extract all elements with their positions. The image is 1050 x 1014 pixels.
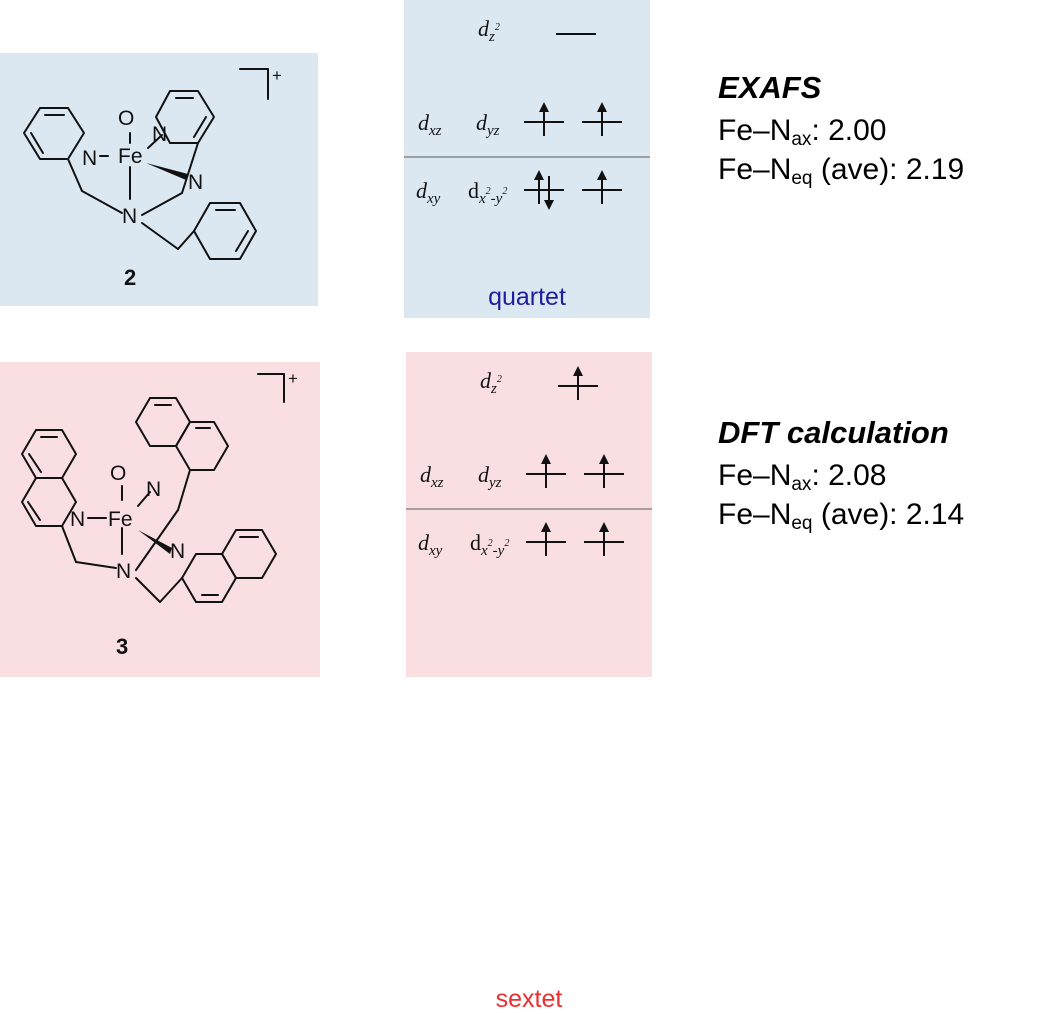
dxy-spin-down-arrow <box>544 200 554 210</box>
dx2y2-spin-up-arrow <box>599 522 609 532</box>
dyz-spin-up-arrow <box>597 102 607 112</box>
pyridine-nitrogen-left: N <box>82 147 97 170</box>
quartet-orbital-panel: dz2 dxz dyz dxy dx2-y2 quartet <box>404 0 650 318</box>
dft-title: DFT calculation <box>718 415 949 450</box>
dft-fe-n-axial: Fe–Nax: 2.08 <box>718 459 887 496</box>
quinoline-nitrogen-left: N <box>70 508 85 531</box>
iron-atom: Fe <box>108 508 133 531</box>
compound-label: 2 <box>124 265 136 290</box>
lower-pyridine-ring <box>193 202 257 260</box>
dft-results: DFT calculation Fe–Nax: 2.08 Fe–Neq (ave… <box>718 414 964 534</box>
sextet-energy-levels <box>526 366 624 556</box>
lower-quinoline-benzo-ring <box>221 529 277 579</box>
compound-2-structure: O Fe N N N N + 2 <box>23 66 282 290</box>
iron-atom: Fe <box>118 145 143 168</box>
dyz-orbital-label: dyz <box>476 110 500 139</box>
dyz-orbital-label: dyz <box>478 462 502 491</box>
quartet-spin-state-label: quartet <box>488 283 566 311</box>
dx2y2-spin-up-arrow <box>597 170 607 180</box>
dxz-spin-up-arrow <box>541 454 551 464</box>
quartet-orbital-diagram: dz2 dxz dyz dxy dx2-y2 <box>404 16 650 210</box>
dxy-orbital-label: dxy <box>416 178 441 207</box>
dx2y2-orbital-label: dx2-y2 <box>468 178 507 207</box>
sextet-orbital-diagram: dz2 dxz dyz dxy dx2-y2 <box>406 366 652 559</box>
sextet-spin-state-label: sextet <box>495 985 563 1013</box>
pyridine-nitrogen-right: N <box>188 171 203 194</box>
dz2-spin-up-arrow <box>573 366 583 376</box>
dz2-orbital-label: dz2 <box>480 368 502 397</box>
exafs-title: EXAFS <box>718 70 822 105</box>
dyz-spin-up-arrow <box>599 454 609 464</box>
compound-2-panel: O Fe N N N N + 2 <box>0 53 318 306</box>
dxy-spin-up-arrow <box>541 522 551 532</box>
oxygen-atom: O <box>118 107 134 130</box>
quinoline-nitrogen-right: N <box>170 540 185 563</box>
quinoline-nitrogen-top: N <box>146 478 161 501</box>
upper-quinoline-pyridine-ring <box>175 421 229 471</box>
compound-label: 3 <box>116 634 128 659</box>
pyridine-nitrogen-top: N <box>152 123 167 146</box>
compound-3-panel: O Fe N N N N + 3 <box>0 362 320 677</box>
dx2y2-orbital-label: dx2-y2 <box>470 530 509 559</box>
charge-sign: + <box>288 369 298 388</box>
dxz-spin-up-arrow <box>539 102 549 112</box>
compound-3-structure: O Fe N N N N + 3 <box>21 369 298 659</box>
dft-fe-n-equatorial: Fe–Neq (ave): 2.14 <box>718 497 965 534</box>
exafs-fe-n-axial: Fe–Nax: 2.00 <box>718 114 887 151</box>
left-quinoline-pyridine-ring <box>21 477 77 527</box>
dz2-orbital-label: dz2 <box>478 16 500 45</box>
amine-nitrogen: N <box>122 205 137 228</box>
charge-sign: + <box>272 66 282 85</box>
sextet-orbital-panel: dz2 dxz dyz dxy dx2-y2 sextet <box>406 352 652 1013</box>
exafs-results: EXAFS Fe–Nax: 2.00 Fe–Neq (ave): 2.19 <box>718 69 964 189</box>
amine-nitrogen: N <box>116 560 131 583</box>
quartet-energy-levels <box>524 33 622 210</box>
dxz-orbital-label: dxz <box>420 462 444 491</box>
dxz-orbital-label: dxz <box>418 110 442 139</box>
dxy-orbital-label: dxy <box>418 530 443 559</box>
oxygen-atom: O <box>110 462 126 485</box>
dxy-spin-up-arrow <box>534 170 544 180</box>
exafs-fe-n-equatorial: Fe–Neq (ave): 2.19 <box>718 152 965 189</box>
